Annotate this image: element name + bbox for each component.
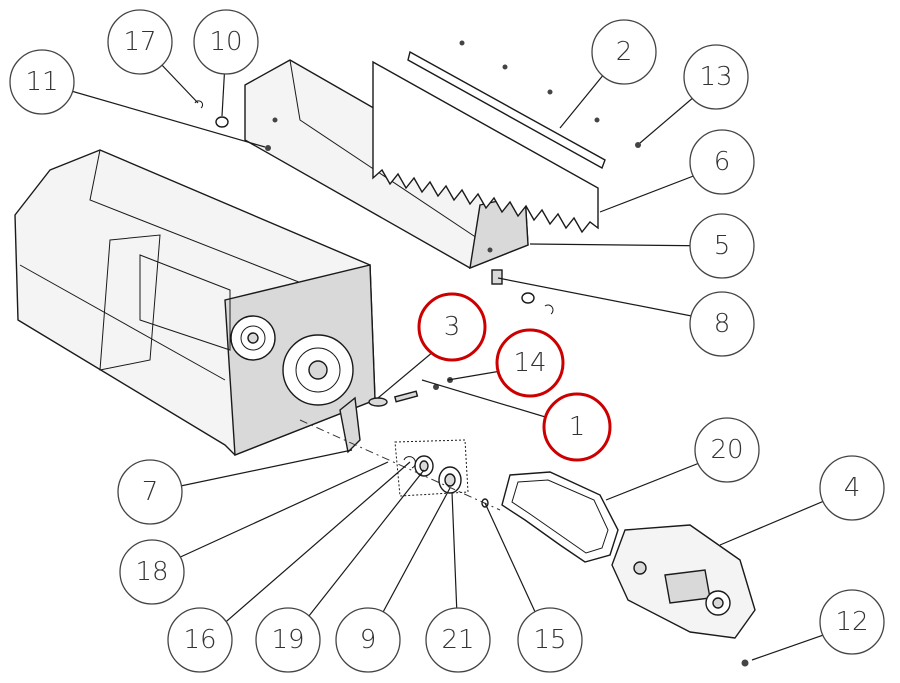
callout-18-label: 18 [135,557,168,587]
callout-12-label: 12 [835,607,868,637]
callout-17-label: 17 [123,27,156,57]
callout-9: 9 [335,607,401,673]
callout-5-label: 5 [714,231,731,261]
callout-18: 18 [119,539,185,605]
callout-17: 17 [107,9,173,75]
callout-15: 15 [517,607,583,673]
leader-lines [39,41,853,661]
callout-21: 21 [425,607,491,673]
callout-6: 6 [689,129,755,195]
callout-1-label: 1 [569,412,586,442]
callout-3-label: 3 [444,312,461,342]
callout-9-label: 9 [360,625,377,655]
callout-20: 20 [694,417,760,483]
callout-2-label: 2 [616,37,633,67]
callout-8: 8 [689,291,755,357]
callout-14: 14 [495,328,565,398]
callout-2: 2 [591,19,657,85]
callout-5: 5 [689,213,755,279]
callout-13: 13 [683,44,749,110]
callout-10: 10 [193,9,259,75]
callout-4: 4 [819,455,885,521]
main-housing [14,149,376,457]
callout-19-label: 19 [271,625,304,655]
callout-14-label: 14 [513,348,546,378]
small-hardware [194,40,749,667]
callout-20-label: 20 [710,435,743,465]
callout-7-label: 7 [142,477,159,507]
callout-19: 19 [255,607,321,673]
callout-11: 11 [9,49,75,115]
callout-4-label: 4 [844,473,861,503]
callout-3: 3 [417,292,487,362]
callout-21-label: 21 [441,625,474,655]
callout-10-label: 10 [209,27,242,57]
callout-13-label: 13 [699,62,732,92]
callout-15-label: 15 [533,625,566,655]
callout-16: 16 [167,607,233,673]
callout-1: 1 [542,392,612,462]
bearing-assembly [299,419,501,511]
callout-6-label: 6 [714,147,731,177]
top-strip [407,50,606,170]
serrated-blade [372,60,599,234]
belt-cover [611,524,756,639]
callout-7: 7 [117,459,183,525]
drive-belt [501,471,619,563]
callout-16-label: 16 [183,625,216,655]
callout-11-label: 11 [25,67,58,97]
callout-12: 12 [819,589,885,655]
callout-8-label: 8 [714,309,731,339]
